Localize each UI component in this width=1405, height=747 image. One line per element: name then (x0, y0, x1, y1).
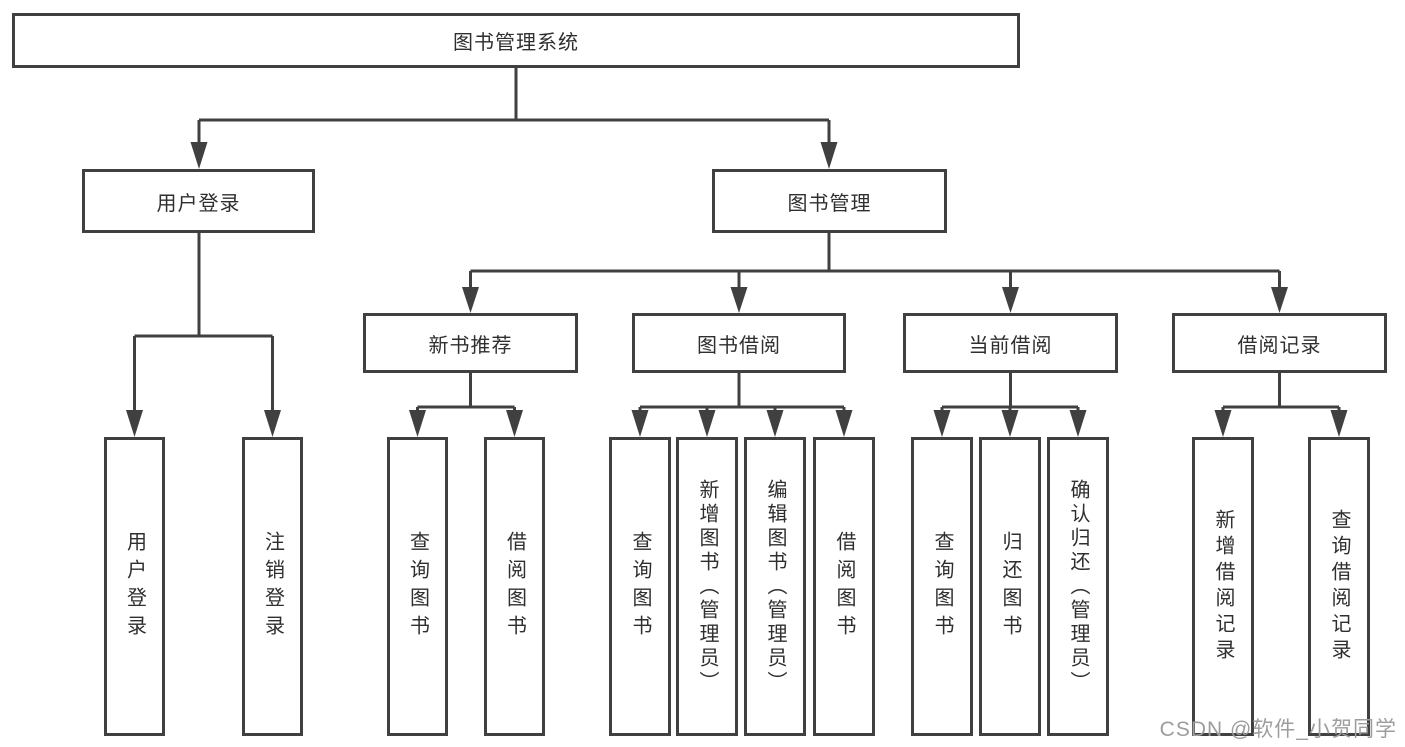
leaf-query-book-3-label: 查询图书 (931, 530, 953, 643)
leaf-edit-book-admin: 编辑图书（管理员） (744, 437, 806, 736)
leaf-query-book-1: 查询图书 (387, 437, 448, 736)
leaf-add-book-admin-label: 新增图书（管理员） (696, 478, 718, 695)
leaf-user-login-label: 用户登录 (123, 530, 146, 643)
node-borrow-record: 借阅记录 (1172, 313, 1387, 373)
node-book-borrow: 图书借阅 (632, 313, 846, 373)
leaf-edit-book-admin-label: 编辑图书（管理员） (764, 478, 786, 695)
watermark: CSDN @软件_小贺同学 (1159, 718, 1397, 741)
leaf-confirm-return-admin-label: 确认归还（管理员） (1067, 478, 1089, 695)
node-new-book-recommend: 新书推荐 (363, 313, 578, 373)
leaf-query-borrow-record: 查询借阅记录 (1308, 437, 1370, 736)
leaf-confirm-return-admin: 确认归还（管理员） (1047, 437, 1109, 736)
leaf-borrow-book-1: 借阅图书 (484, 437, 545, 736)
leaf-query-book-2-label: 查询图书 (629, 530, 651, 643)
leaf-borrow-book-1-label: 借阅图书 (503, 530, 526, 643)
leaf-add-borrow-record: 新增借阅记录 (1192, 437, 1254, 736)
node-user-login: 用户登录 (82, 169, 315, 233)
node-current-borrow: 当前借阅 (903, 313, 1118, 373)
node-book-management: 图书管理 (712, 169, 947, 233)
leaf-logout: 注销登录 (242, 437, 303, 736)
node-root: 图书管理系统 (12, 13, 1020, 68)
leaf-query-borrow-record-label: 查询借阅记录 (1328, 508, 1350, 665)
node-book-borrow-label: 图书借阅 (697, 334, 781, 357)
leaf-borrow-book-2: 借阅图书 (813, 437, 875, 736)
leaf-add-book-admin: 新增图书（管理员） (676, 437, 738, 736)
leaf-logout-label: 注销登录 (261, 530, 284, 643)
leaf-query-book-2: 查询图书 (609, 437, 671, 736)
node-new-book-recommend-label: 新书推荐 (428, 334, 513, 357)
node-current-borrow-label: 当前借阅 (968, 334, 1053, 357)
leaf-borrow-book-2-label: 借阅图书 (833, 530, 855, 643)
node-root-label: 图书管理系统 (453, 32, 579, 54)
node-borrow-record-label: 借阅记录 (1237, 334, 1322, 357)
leaf-query-book-3: 查询图书 (911, 437, 973, 736)
leaf-query-book-1-label: 查询图书 (406, 530, 429, 643)
leaf-add-borrow-record-label: 新增借阅记录 (1212, 508, 1234, 665)
leaf-return-book: 归还图书 (979, 437, 1041, 736)
leaf-user-login: 用户登录 (104, 437, 165, 736)
leaf-return-book-label: 归还图书 (999, 530, 1021, 643)
node-book-management-label: 图书管理 (787, 192, 872, 215)
node-user-login-label: 用户登录 (156, 192, 241, 215)
